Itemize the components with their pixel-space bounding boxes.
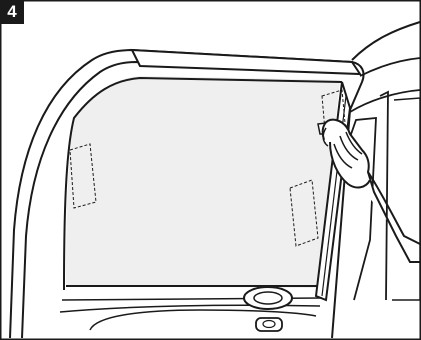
window-switch-button [263, 321, 275, 328]
door-handle [254, 292, 282, 304]
window-glass [66, 76, 340, 288]
step-number-badge: 4 [0, 0, 24, 24]
